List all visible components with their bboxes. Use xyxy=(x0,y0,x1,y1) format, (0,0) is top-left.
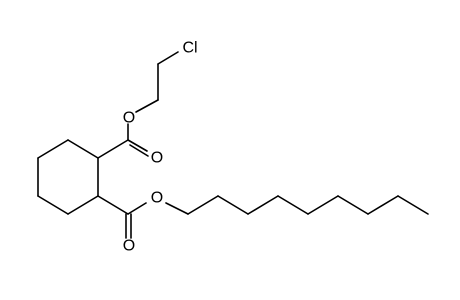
ring-to-carbonyl-bond xyxy=(97,195,129,215)
lower-ester-group xyxy=(97,195,189,239)
carbonyl-double-bond xyxy=(127,139,148,152)
carbonyl-oxygen-upper-label: O xyxy=(151,150,163,167)
oxygen-to-ethyl-bond xyxy=(135,99,159,113)
chain-bond xyxy=(307,195,339,215)
ring-bond xyxy=(37,195,69,215)
chain-bond xyxy=(277,195,309,215)
ring-bond xyxy=(67,139,99,159)
chain-bond xyxy=(367,195,399,215)
carbonyl-oxygen-lower-label: O xyxy=(123,238,135,255)
chlorine-atom-label: Cl xyxy=(182,40,197,57)
ring-bond xyxy=(37,139,69,159)
ring-to-carbonyl-bond xyxy=(97,139,129,159)
chain-bond xyxy=(187,195,219,215)
carbonyl-double-bond xyxy=(129,144,149,157)
ethyl-to-chlorine-bond xyxy=(157,51,179,65)
nonyl-chain xyxy=(187,195,429,215)
ring-bond xyxy=(67,195,99,215)
carbonyl-to-oxygen-bond xyxy=(127,202,147,215)
cyclohexane-ring xyxy=(37,139,99,215)
oxygen-to-chain-bond xyxy=(165,202,189,215)
ester-oxygen-lower-label: O xyxy=(151,190,163,207)
upper-ester-group xyxy=(97,51,179,159)
chain-bond xyxy=(217,195,249,215)
chain-bond xyxy=(337,195,369,215)
chain-bond xyxy=(397,195,429,215)
ester-oxygen-upper-label: O xyxy=(123,110,135,127)
chain-bond xyxy=(247,195,279,215)
